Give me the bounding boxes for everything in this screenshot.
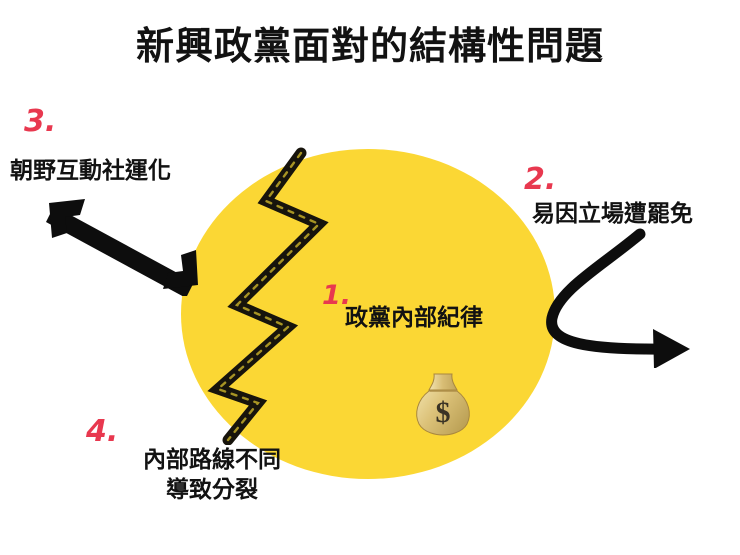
point-4-label-line-2: 導致分裂 — [166, 476, 258, 503]
point-4-number: 4. — [86, 414, 119, 449]
point-4-label: 內部路線不同導致分裂 — [112, 444, 312, 505]
double-headed-arrow-icon — [46, 199, 198, 296]
lightning-crack-icon — [207, 147, 329, 445]
point-4-label-line-1: 內部路線不同 — [143, 446, 281, 472]
point-3-number: 3. — [24, 104, 57, 139]
curved-hook-arrow-icon — [546, 228, 690, 368]
point-2-label: 易因立場遭罷免 — [532, 200, 693, 226]
point-2-number: 2. — [524, 162, 557, 197]
point-1-number: 1. — [322, 280, 352, 311]
money-bag-icon: $ — [416, 373, 470, 436]
svg-text:$: $ — [436, 396, 451, 429]
page-title: 新興政黨面對的結構性問題 — [135, 26, 604, 68]
point-3-label: 朝野互動社運化 — [10, 157, 171, 183]
point-1-label: 政黨內部紀律 — [345, 304, 483, 330]
